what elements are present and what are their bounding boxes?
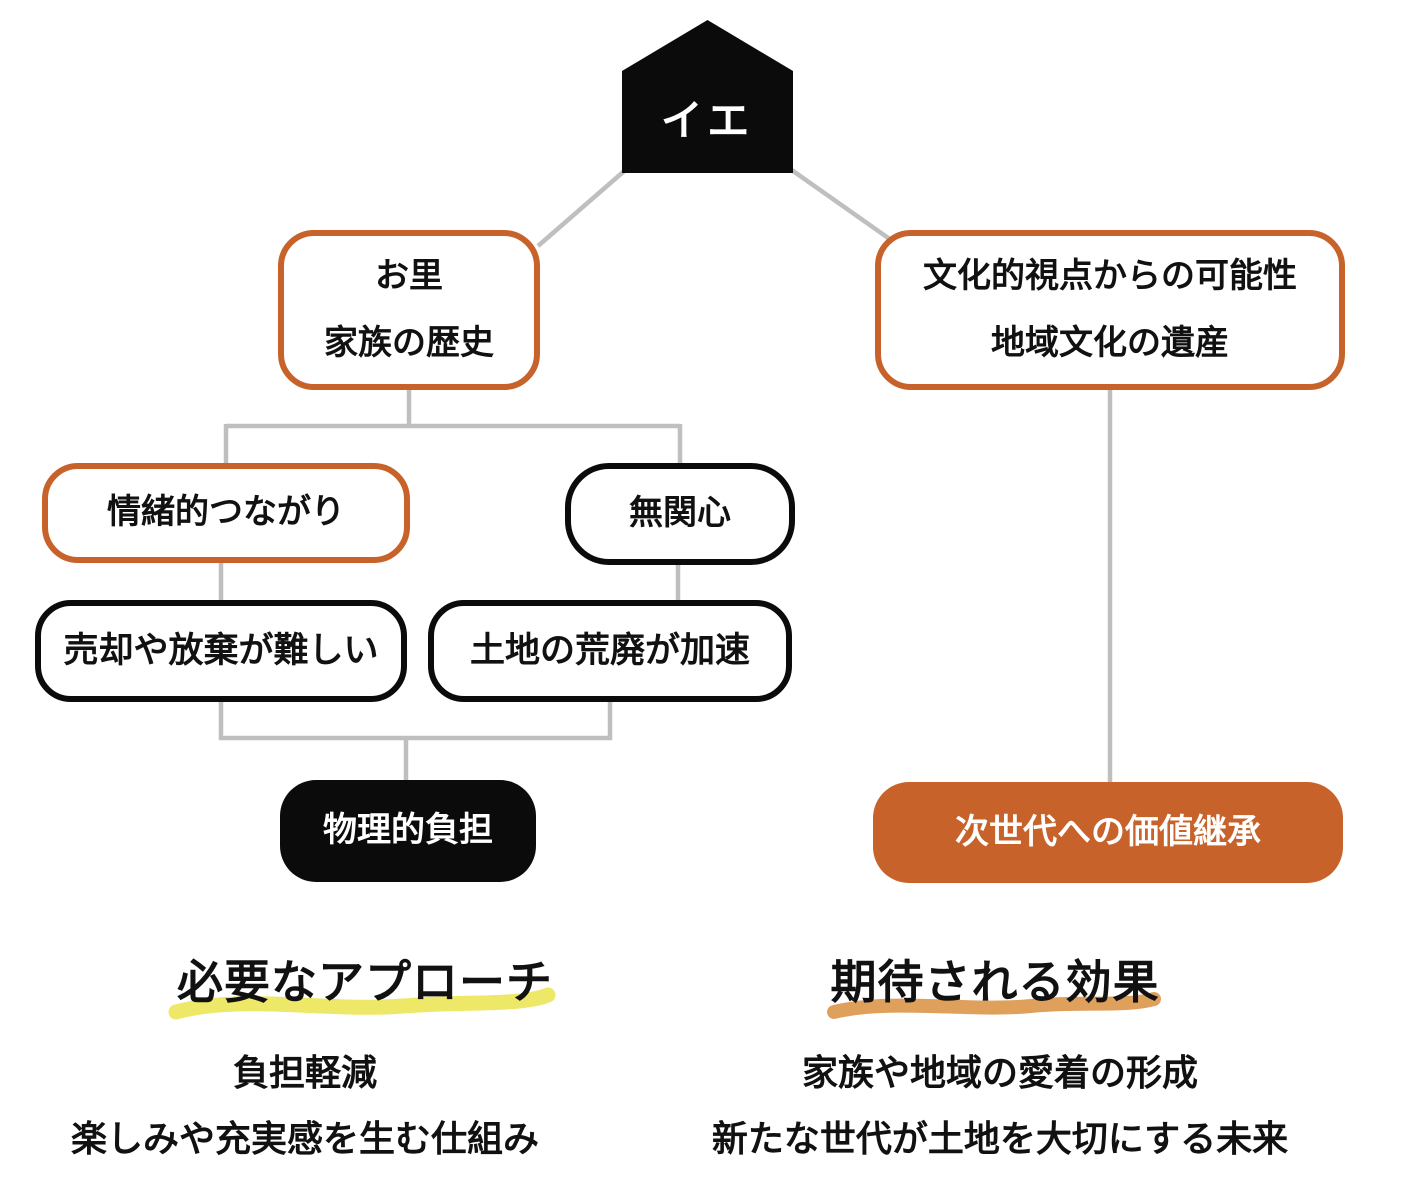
tan-highlight-underline [827,992,1161,1019]
root-node-label: イエ [622,62,793,172]
yellow-highlight-underline [168,987,556,1020]
node-left-parent-line2: 家族の歴史 [324,324,494,362]
node-right-parent: 文化的視点からの可能性 地域文化の遺産 [875,230,1345,390]
footer-left-heading-text: 必要なアプローチ [177,956,553,1008]
node-left-parent: お里 家族の歴史 [278,230,540,390]
footer-left-line2: 楽しみや充実感を生む仕組み [55,1110,555,1162]
node-land-decay-label: 土地の荒廃が加速 [469,630,750,670]
node-hard-to-sell-label: 売却や放棄が難しい [63,630,379,670]
house-icon [622,20,793,173]
footer-left-line1-text: 負担軽減 [232,1052,377,1093]
node-emotional-label: 情緒的つながり [107,493,345,532]
footer-left-line1: 負担軽減 [55,1044,555,1096]
node-left-parent-line1: お里 [375,256,443,295]
node-value-succession: 次世代への価値継承 [873,782,1343,883]
node-hard-to-sell: 売却や放棄が難しい [35,600,407,702]
footer-right-line1-text: 家族や地域の愛着の形成 [801,1052,1198,1093]
footer-right-line1: 家族や地域の愛着の形成 [700,1044,1300,1096]
node-value-succession-label: 次世代への価値継承 [955,812,1261,851]
footer-right-line2: 新たな世代が土地を大切にする未来 [700,1110,1300,1162]
edge-house-to-right-parent [784,164,903,249]
footer-right-heading-text: 期待される効果 [830,956,1160,1008]
node-physical-burden-label: 物理的負担 [323,811,493,850]
connector-group [218,164,1113,783]
node-land-decay: 土地の荒廃が加速 [428,600,792,702]
footer-right-line2-text: 新たな世代が土地を大切にする未来 [711,1118,1289,1159]
root-node-text: イエ [660,96,755,144]
footer-right-heading: 期待される効果 [810,946,1180,1012]
footer-left-line2-text: 楽しみや充実感を生む仕組み [70,1118,539,1159]
edge-house-to-left-parent [536,164,632,248]
footer-left-heading: 必要なアプローチ [170,946,560,1012]
node-right-parent-line2: 地域文化の遺産 [991,324,1229,362]
node-emotional-connection: 情緒的つながり [42,463,410,563]
node-right-parent-line1: 文化的視点からの可能性 [923,256,1297,295]
node-indifference: 無関心 [565,463,795,565]
node-physical-burden: 物理的負担 [280,780,536,882]
node-indifference-label: 無関心 [629,494,731,533]
